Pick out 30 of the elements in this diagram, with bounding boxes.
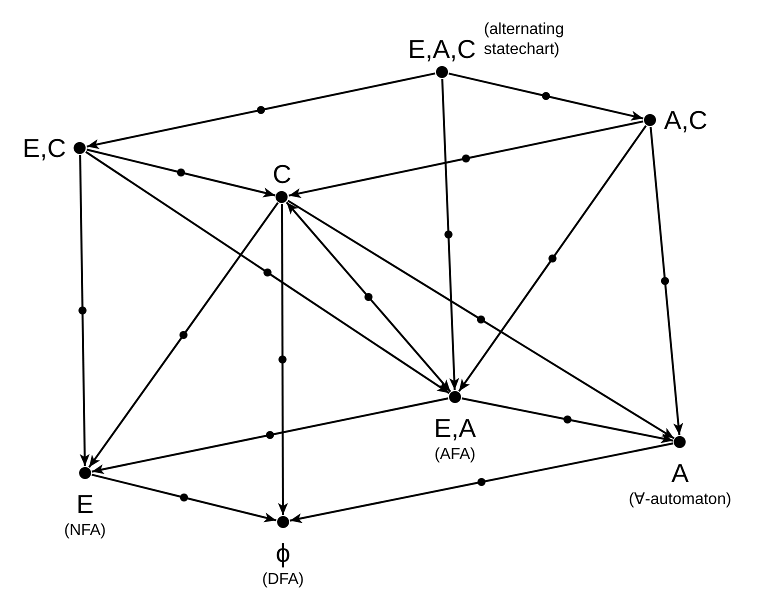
dash-dot-arrow [92,474,276,522]
state-label: E,C [22,135,66,161]
state-label: E,A,C [408,36,476,62]
dash-dot-arrow [286,202,452,392]
dash-dot-arrow [92,397,448,474]
dash-dot-arrow [278,204,288,515]
dash-dot-arrow [290,442,674,523]
state-label: C [272,161,292,187]
state-label: ϕ [276,540,290,566]
dash-dot-arrow [650,126,684,436]
state-label: A,C [664,107,708,133]
dash-dot-arrow [86,72,436,149]
state-label: A [671,460,689,486]
state-label: E [76,491,94,517]
dash-dot-arrow [448,72,644,120]
dash-dot-arrow [288,120,644,198]
dash-dot-arrow [78,154,90,466]
automaton-type-label: (alternating statechart) [484,20,565,60]
automaton-type-label: (NFA) [64,521,106,541]
automaton-type-label: (DFA) [262,570,304,590]
dash-dot-arrow [462,397,674,443]
dash-dot-arrow [458,125,647,392]
dash-dot-arrow [88,202,279,468]
dash-dot-arrow [86,148,276,198]
automaton-type-label: (∀-automaton) [628,490,732,510]
dash-dot-arrow [85,151,450,394]
automaton-type-label: (AFA) [434,445,476,465]
dash-dot-arrow [441,78,459,390]
dash-dot-arrow [287,200,675,440]
state-label: E,A [434,415,476,441]
